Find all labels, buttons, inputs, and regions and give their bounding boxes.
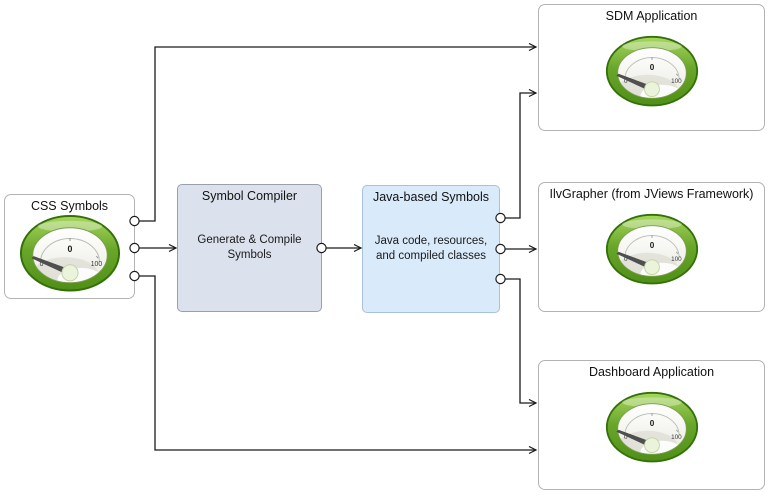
node-title-ilvgrapher: IlvGrapher (from JViews Framework) — [549, 187, 754, 201]
gauge-value-label: 0 — [67, 244, 72, 254]
node-dashboard-application: Dashboard Application 0 0 100 — [538, 360, 765, 490]
gauge-value-label: 0 — [649, 419, 654, 428]
node-title-sdm-application: SDM Application — [605, 9, 698, 23]
edge-java-symbols-to-sdm-application — [505, 93, 537, 219]
gauge-knob — [643, 437, 660, 454]
node-body-java-based-symbols: Java code, resources, and compiled class… — [374, 235, 488, 262]
gauge-max-label: 100 — [671, 434, 682, 441]
gauge-icon: 0 0 100 — [605, 213, 698, 285]
gauge-knob — [60, 264, 79, 282]
gauge-knob — [643, 259, 660, 276]
gauge-value-label: 0 — [649, 241, 654, 250]
node-title-dashboard-application: Dashboard Application — [588, 365, 715, 379]
node-css-symbols: CSS Symbols 0 0 100 — [4, 194, 135, 299]
gauge-min-label: 0 — [624, 78, 628, 85]
gauge-value-label: 0 — [649, 63, 654, 72]
gauge-min-label: 0 — [624, 434, 628, 441]
node-title-css-symbols: CSS Symbols — [30, 199, 109, 213]
gauge-min-label: 0 — [39, 261, 43, 268]
node-body-symbol-compiler: Generate & Compile Symbols — [197, 234, 302, 261]
gauge-icon: 0 0 100 — [19, 214, 120, 292]
gauge-min-label: 0 — [624, 256, 628, 263]
gauge-icon: 0 0 100 — [605, 391, 698, 463]
node-java-based-symbols: Java-based Symbols Java code, resources,… — [362, 185, 500, 313]
gauge-icon: 0 0 100 — [605, 35, 698, 107]
gauge-knob — [643, 81, 660, 98]
gauge-max-label: 100 — [671, 256, 682, 263]
gauge-max-label: 100 — [90, 261, 102, 268]
node-ilvgrapher: IlvGrapher (from JViews Framework) 0 0 1… — [538, 182, 765, 312]
node-sdm-application: SDM Application 0 0 100 — [538, 4, 765, 131]
node-symbol-compiler: Symbol Compiler Generate & Compile Symbo… — [177, 184, 322, 312]
gauge-max-label: 100 — [671, 78, 682, 85]
edge-java-symbols-to-dashboard-application — [505, 278, 537, 403]
